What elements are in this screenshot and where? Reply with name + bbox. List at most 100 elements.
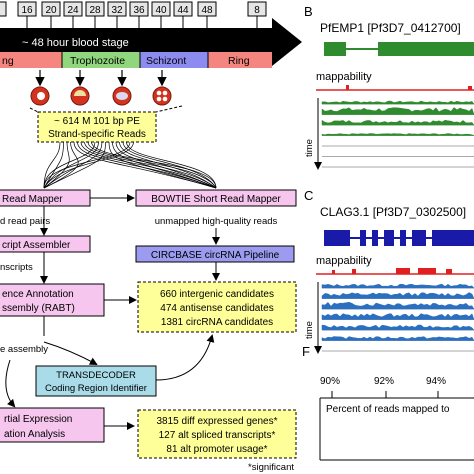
transdecoder-to-candidates-arrow bbox=[155, 334, 215, 381]
pairs-note: d read pairs bbox=[0, 216, 50, 227]
read-fan-line bbox=[126, 141, 217, 189]
candidates-line-1: 660 intergenic candidates bbox=[160, 289, 274, 300]
assembler-label: cript Assembler bbox=[2, 240, 71, 251]
read-fan-line bbox=[119, 141, 217, 189]
stage-ring-2 bbox=[208, 52, 272, 68]
blood-stage-label: ~ 48 hour blood stage bbox=[22, 37, 129, 49]
candidates-box bbox=[137, 281, 297, 333]
read-fan-line bbox=[73, 141, 217, 189]
diff-expression-line-1: rtial Expression bbox=[4, 414, 72, 425]
coverage-track bbox=[321, 336, 474, 341]
panel-b-exon-2 bbox=[378, 42, 474, 56]
timepoint-label: 40 bbox=[155, 5, 167, 16]
transdecoder-box bbox=[35, 365, 157, 397]
results-line-1: 3815 diff expressed genes* bbox=[156, 416, 277, 427]
timepoint-label: 24 bbox=[67, 5, 79, 16]
panel-b-mappability-label: mappability bbox=[316, 71, 372, 83]
panel-b-time-label: time bbox=[304, 139, 315, 157]
stage-schizont bbox=[140, 52, 208, 68]
read-fan-line bbox=[43, 141, 99, 189]
annotation-box bbox=[0, 283, 105, 317]
stage-label-schizont: Schizont bbox=[146, 55, 186, 67]
convergence-lines bbox=[29, 105, 183, 113]
read-mapper-label: Read Mapper bbox=[2, 194, 63, 205]
circbase-box bbox=[135, 245, 295, 263]
panel-c-time-label: time bbox=[304, 321, 315, 339]
transdecoder-line-2: Coding Region Identifier bbox=[45, 383, 147, 394]
stage-arrows bbox=[35, 70, 167, 87]
stage-ring-1 bbox=[0, 52, 62, 68]
candidates-line-2: 474 antisense candidates bbox=[160, 303, 273, 314]
timepoint-label: 8 bbox=[254, 5, 260, 16]
read-fan-line bbox=[122, 141, 217, 189]
panel-f-tick-94: 94% bbox=[426, 376, 446, 387]
stage-label-ring-1: ng bbox=[2, 55, 14, 67]
panel-c-mappability-label: mappability bbox=[316, 255, 372, 267]
read-fan-line bbox=[43, 141, 131, 189]
results-line-3: 81 alt promoter usage* bbox=[166, 444, 267, 455]
panel-f-letter: F bbox=[302, 344, 310, 359]
timepoint-label: 16 bbox=[21, 5, 33, 16]
diff-expression-line-2: ation Analysis bbox=[4, 429, 65, 440]
circbase-label: CIRCBASE circRNA Pipeline bbox=[151, 250, 280, 261]
panel-f-tick-92: 92% bbox=[374, 376, 394, 387]
diff-expression-box bbox=[0, 407, 105, 443]
annotation-line-2: ssembly (RABT) bbox=[2, 303, 75, 314]
panel-c-letter: C bbox=[304, 188, 313, 203]
read-fan-line bbox=[43, 141, 61, 189]
coverage-track bbox=[321, 283, 474, 289]
read-fan-line bbox=[43, 141, 134, 189]
read-fan-line bbox=[43, 141, 79, 189]
timepoint-label: 36 bbox=[133, 5, 145, 16]
read-fan-line bbox=[115, 141, 217, 189]
panel-b-tracks bbox=[321, 100, 474, 168]
panel-f-tick-90: 90% bbox=[320, 376, 340, 387]
results-box bbox=[137, 409, 297, 459]
panel-b-letter: B bbox=[304, 4, 313, 19]
parasite-cells bbox=[30, 86, 172, 106]
timepoint-box bbox=[0, 1, 7, 17]
bowtie-box bbox=[135, 189, 297, 207]
transdecoder-line-1: TRANSDECODER bbox=[56, 370, 136, 381]
results-line-2: 127 alt spliced transcripts* bbox=[159, 430, 276, 441]
coverage-track bbox=[321, 301, 474, 310]
timepoint-row: 21620242832364044488 bbox=[0, 1, 267, 28]
coverage-track bbox=[321, 292, 474, 299]
stage-label-ring-2: Ring bbox=[228, 55, 250, 67]
read-fan-line bbox=[43, 141, 96, 189]
stage-trophozoite bbox=[62, 52, 140, 68]
panel-c-tracks bbox=[321, 283, 474, 352]
annotation-line-1: ence Annotation bbox=[2, 289, 74, 300]
panel-c-exons bbox=[324, 230, 474, 246]
timepoint-label: 28 bbox=[89, 5, 101, 16]
assembly-note: e assembly bbox=[0, 344, 48, 355]
timepoint-label: 20 bbox=[45, 5, 57, 16]
coverage-track bbox=[321, 133, 474, 136]
panel-c-gene-title: CLAG3.1 [Pf3D7_0302500] bbox=[320, 205, 466, 219]
timepoint-label: 44 bbox=[177, 5, 189, 16]
panel-f-xlabel: Percent of reads mapped to bbox=[326, 404, 450, 415]
read-fan-line bbox=[77, 141, 217, 189]
timepoint-label: 32 bbox=[111, 5, 123, 16]
candidates-line-3: 1381 circRNA candidates bbox=[161, 317, 273, 328]
read-fan bbox=[43, 141, 217, 189]
read-fan-line bbox=[108, 141, 217, 189]
coverage-track bbox=[321, 324, 474, 331]
reads-line-1: ~ 614 M 101 bp PE bbox=[54, 116, 140, 127]
bowtie-label: BOWTIE Short Read Mapper bbox=[151, 194, 281, 205]
assembler-box bbox=[0, 235, 91, 253]
timepoint-label: 48 bbox=[201, 5, 213, 16]
reads-line-2: Strand-specific Reads bbox=[48, 129, 146, 140]
coverage-track bbox=[321, 313, 474, 320]
transcripts-note: nscripts bbox=[0, 262, 33, 273]
panel-b-exon-1 bbox=[324, 42, 346, 56]
coverage-track bbox=[321, 119, 474, 126]
significant-footnote: *significant bbox=[248, 462, 294, 473]
unmapped-note: unmapped high-quality reads bbox=[155, 216, 278, 227]
read-fan-line bbox=[43, 141, 64, 189]
reads-box bbox=[37, 111, 157, 143]
coverage-track bbox=[321, 100, 474, 105]
stage-label-trophozoite: Trophozoite bbox=[70, 55, 125, 67]
read-fan-line bbox=[112, 141, 217, 189]
